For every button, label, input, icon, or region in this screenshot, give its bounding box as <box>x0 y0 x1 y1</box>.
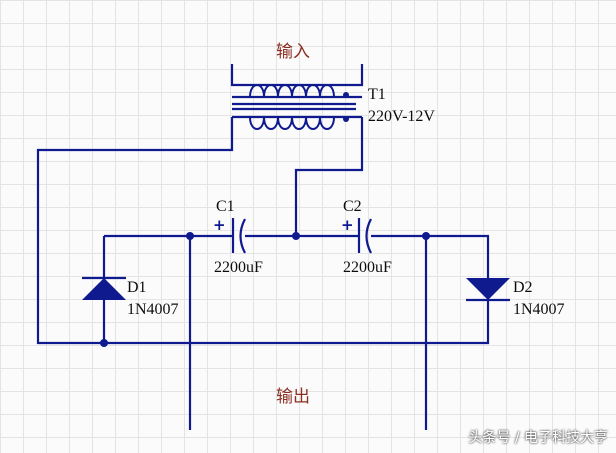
c1-reference: C1 <box>216 198 235 215</box>
c1-value: 2200uF <box>214 259 263 276</box>
transformer-core <box>232 102 356 111</box>
secondary-phase-dot <box>343 116 349 122</box>
primary-phase-dot <box>343 92 349 98</box>
output-leads <box>188 236 428 430</box>
output-label: 输出 <box>276 387 310 407</box>
diode-d1 <box>82 236 126 343</box>
d1-value: 1N4007 <box>127 301 179 318</box>
c2-reference: C2 <box>343 198 362 215</box>
capacitor-c2 <box>357 218 372 254</box>
c2-polarity-mark: + <box>341 216 354 234</box>
c2-value: 2200uF <box>343 259 392 276</box>
transformer-primary <box>230 64 364 99</box>
diode-d2 <box>466 236 510 302</box>
input-label: 输入 <box>276 42 310 62</box>
junction-dot <box>186 232 194 240</box>
watermark: 头条号 / 电子科技大亨 <box>468 430 608 446</box>
junction-dot <box>292 232 300 240</box>
junction-dot <box>100 339 108 347</box>
t1-value: 220V-12V <box>368 108 435 125</box>
d2-value: 1N4007 <box>513 301 565 318</box>
d2-reference: D2 <box>513 279 533 296</box>
junction-dot <box>422 232 430 240</box>
t1-reference: T1 <box>368 86 386 103</box>
d1-reference: D1 <box>127 279 147 296</box>
c1-polarity-mark: + <box>213 216 226 234</box>
capacitor-c1 <box>231 218 246 254</box>
transformer-secondary <box>36 115 490 345</box>
